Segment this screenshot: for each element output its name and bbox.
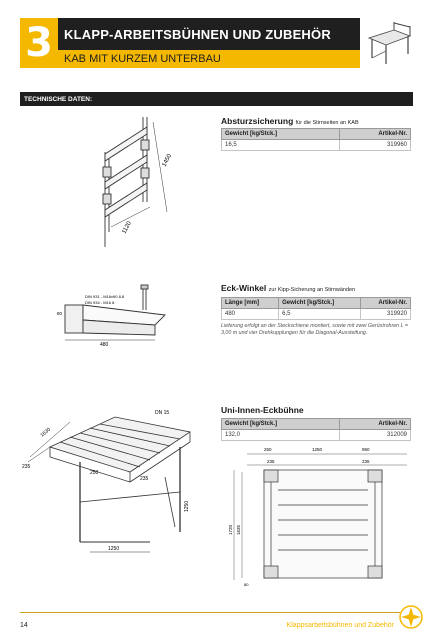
uni-eckbuehne-iso-drawing: DN 15 1630 235 235 250 1250 1250	[22, 410, 192, 553]
dim-label-480: 480	[100, 342, 109, 348]
page-title: KLAPP-ARBEITSBÜHNEN UND ZUBEHÖR	[64, 26, 331, 42]
plan-dim-235b: 235	[362, 459, 370, 464]
eck-winkel-drawing: DIN 931 - M16x90 8.8 DIN 934 - M16 8 480…	[57, 284, 166, 348]
plan-dim-950: 950	[362, 447, 370, 452]
section-title-absturz: Absturzsicherung für die Stirnseiten an …	[221, 116, 359, 126]
plan-dim-80: 80	[244, 582, 249, 587]
page-subtitle: KAB MIT KURZEM UNTERBAU	[64, 53, 221, 65]
title-bar: KLAPP-ARBEITSBÜHNEN UND ZUBEHÖR	[58, 18, 360, 50]
platform-thumbnail	[364, 18, 414, 68]
table-absturz: Gewicht [kg/Stck.] Artikel-Nr. 16,5 3199…	[221, 128, 412, 151]
table-header-row: Gewicht [kg/Stck.] Artikel-Nr.	[221, 128, 412, 140]
chapter-number-box: 3	[20, 18, 58, 68]
table-row: 132,0 312009	[221, 429, 412, 441]
table-header-row: Gewicht [kg/Stck.] Artikel-Nr.	[221, 418, 412, 430]
dim-label-1250: 1250	[108, 546, 119, 552]
din-label-1: DIN 931 - M16x90 8.8	[85, 294, 125, 299]
footer-section-label: Klappsarbeitsbühnen und Zubehör	[286, 622, 394, 629]
section-title-eck: Eck-Winkel zur Kipp-Sicherung an Stirnwä…	[221, 283, 356, 293]
technical-data-label: TECHNISCHE DATEN:	[24, 95, 93, 103]
plan-dim-1720: 1720	[228, 524, 233, 535]
table-row: 16,5 319960	[221, 139, 412, 151]
table-uni: Gewicht [kg/Stck.] Artikel-Nr. 132,0 312…	[221, 418, 412, 441]
dim-label-1120: 1120	[121, 220, 133, 235]
dim-label-height: 1250	[184, 501, 190, 512]
plan-dim-250: 250	[264, 447, 272, 452]
page-number: 14	[20, 622, 28, 629]
subtitle-bar: KAB MIT KURZEM UNTERBAU	[58, 50, 360, 68]
technical-data-bar: TECHNISCHE DATEN:	[20, 92, 413, 106]
brand-logo-icon	[399, 605, 423, 629]
table-header-row: Länge [mm] Gewicht [kg/Stck.] Artikel-Nr…	[220, 297, 411, 309]
dim-label-80: 80	[57, 311, 63, 316]
plan-dim-1250: 1250	[312, 447, 323, 452]
dim-label-1450: 1450	[161, 153, 173, 168]
plan-dim-235a: 235	[267, 459, 275, 464]
uni-eckbuehne-plan-drawing: 250 1250 950 235 235 1720 1635 80	[228, 447, 407, 587]
plan-dim-1635: 1635	[236, 524, 241, 535]
eck-note: Lieferung erfolgt an der Steckschiene mo…	[221, 323, 409, 336]
din-label-2: DIN 934 - M16 8	[85, 300, 115, 305]
dim-label-dn15: DN 15	[155, 410, 169, 416]
footer-divider	[20, 612, 400, 613]
dim-label-235b: 235	[140, 476, 149, 482]
dim-label-1630: 1630	[39, 427, 52, 439]
dim-label-235a: 235	[22, 464, 31, 470]
table-row: 480 6,5 319920	[220, 308, 411, 320]
dim-label-250: 250	[90, 470, 99, 476]
absturz-drawing: 1450 1120	[102, 117, 173, 247]
chapter-number: 3	[25, 20, 53, 66]
section-title-uni: Uni-Innen-Eckbühne	[221, 405, 304, 415]
table-eck: Länge [mm] Gewicht [kg/Stck.] Artikel-Nr…	[220, 297, 411, 320]
